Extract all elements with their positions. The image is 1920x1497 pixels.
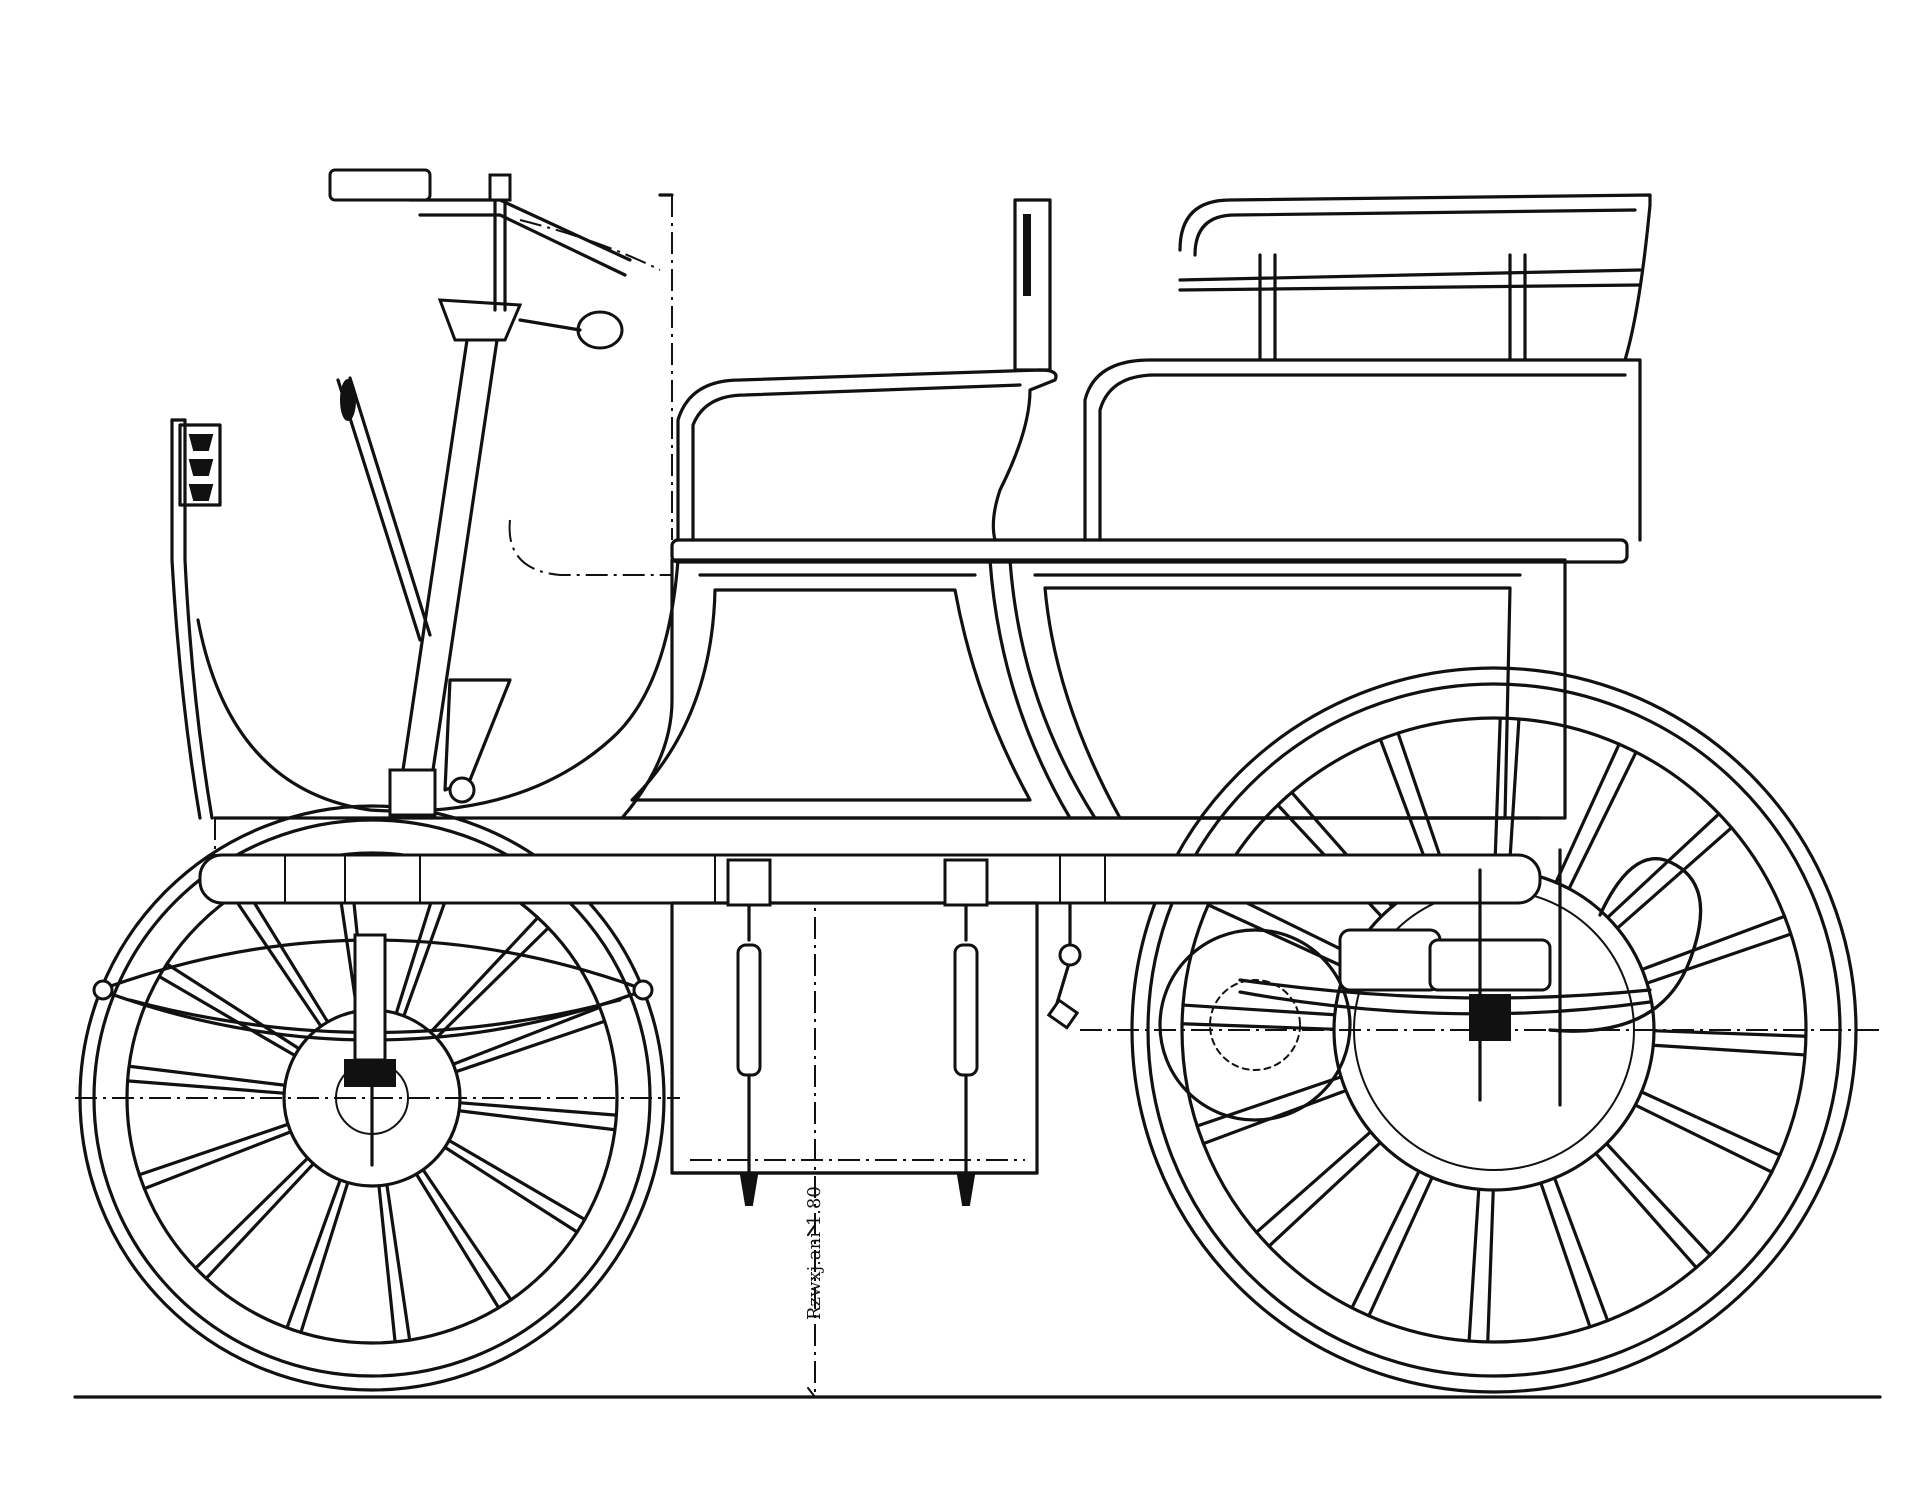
- wheel-spoke: [460, 1101, 619, 1117]
- wheel-spoke: [1180, 1022, 1334, 1031]
- engine-assembly: [1158, 848, 1562, 1122]
- wheel-spoke: [1396, 731, 1449, 877]
- wheel-spoke: [1553, 1178, 1610, 1323]
- underbody-box: [670, 901, 1039, 1175]
- hanging-rod-right: [943, 858, 989, 1206]
- wheel-spoke: [194, 1157, 308, 1270]
- seat-rail: [670, 538, 1629, 564]
- wheel-spoke: [1642, 914, 1787, 971]
- wheel-spoke: [422, 1169, 513, 1302]
- wheel-spoke: [1635, 1104, 1774, 1174]
- carriage-body: [620, 558, 1567, 820]
- wheel-spoke: [142, 1130, 291, 1191]
- wheel-spoke: [285, 1180, 342, 1330]
- curved-lever: [1548, 857, 1703, 1033]
- dimension-arrow-top: [807, 1224, 816, 1236]
- wheel-spoke: [1606, 1143, 1712, 1257]
- front-seat: [676, 198, 1058, 542]
- wheel-spoke: [1467, 1189, 1481, 1343]
- wheel-spoke: [1641, 1091, 1782, 1157]
- wheel-spoke: [1267, 1142, 1381, 1248]
- front-wheel: [78, 804, 666, 1392]
- dash-flag: [170, 418, 222, 507]
- wheel-spoke: [456, 1019, 607, 1073]
- wheel-spoke: [415, 1174, 501, 1310]
- wheel-spoke: [1568, 750, 1638, 889]
- hand-lever: [336, 376, 512, 804]
- brake-bracket: [1046, 901, 1082, 1030]
- wheel-spoke: [127, 1064, 285, 1087]
- wheel-spoke: [1654, 1029, 1808, 1038]
- wheel-spoke: [299, 1182, 349, 1335]
- wheel-spoke: [204, 1163, 314, 1280]
- wheel-spoke: [449, 1139, 587, 1222]
- wheel-spoke: [243, 886, 329, 1022]
- wheel-spoke: [444, 1146, 579, 1234]
- wheel-spoke: [430, 916, 540, 1033]
- wheel-spoke: [1647, 932, 1793, 985]
- front-dashboard: [170, 193, 680, 820]
- wheel-spoke: [126, 1079, 284, 1095]
- wheel-spoke: [1350, 1171, 1420, 1310]
- wheel-spoke: [1617, 826, 1734, 929]
- front-leaf-spring: [92, 933, 654, 1167]
- dimension-label: Rzwxj.ani 1.80: [804, 1186, 825, 1320]
- wheel-spoke: [385, 1185, 412, 1342]
- wheel-spoke: [1254, 1131, 1371, 1234]
- wheel-spoke: [1367, 1177, 1433, 1318]
- wheel-spoke: [1539, 1183, 1592, 1329]
- wheel-spoke: [1181, 1003, 1335, 1017]
- wheel-spoke: [1595, 1153, 1698, 1270]
- wheel-spoke: [231, 894, 322, 1027]
- wheel-spoke: [1607, 812, 1721, 918]
- wheel-spoke: [1507, 717, 1521, 871]
- wheel-spoke: [157, 974, 295, 1057]
- dimension-arrow-bottom: [807, 1387, 816, 1398]
- wheel-spoke: [1195, 1075, 1341, 1128]
- wheel-spoke: [377, 1186, 397, 1344]
- hanging-rod-left: [726, 858, 772, 1206]
- wheel-spoke: [1555, 742, 1621, 883]
- wheel-spoke: [1493, 716, 1502, 870]
- steering-column: [328, 168, 632, 817]
- wheel-spoke: [436, 926, 550, 1039]
- wheel-spoke: [453, 1005, 602, 1066]
- rear-leaf-spring: [1238, 978, 1652, 1041]
- wheel-spoke: [1653, 1043, 1807, 1057]
- rear-seat: [1083, 193, 1652, 542]
- wheel-spoke: [459, 1109, 617, 1132]
- wheel-spoke: [137, 1123, 288, 1177]
- wheel-spoke: [1486, 1190, 1495, 1344]
- chassis-frame: [198, 816, 1542, 905]
